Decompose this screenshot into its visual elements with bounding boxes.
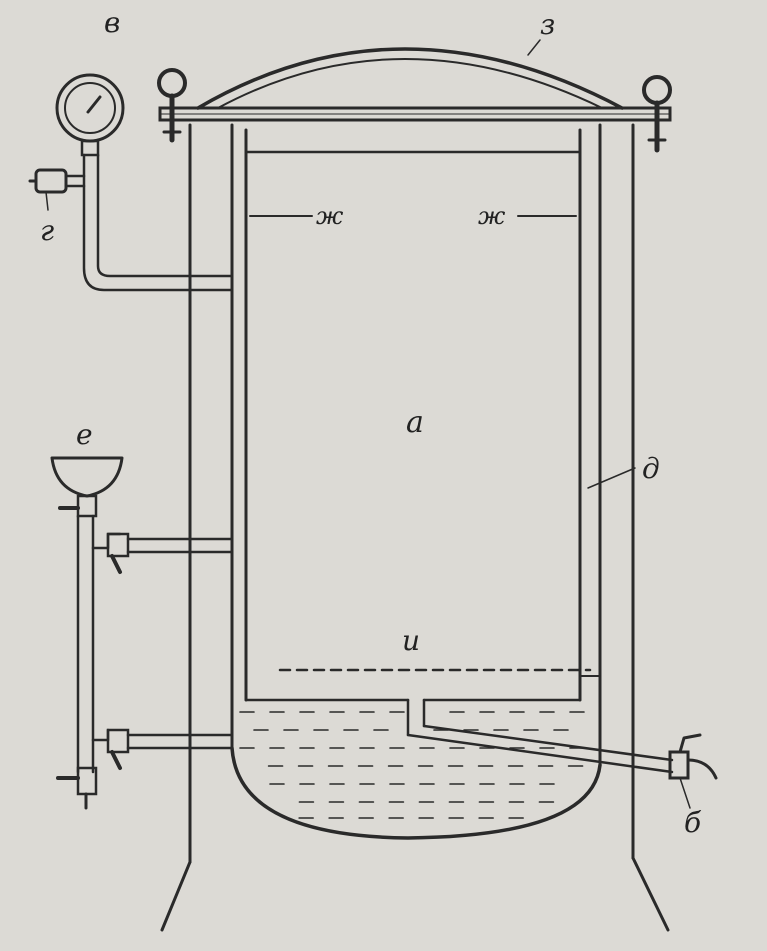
leader-z	[527, 39, 541, 56]
label-i: и	[402, 624, 420, 657]
lid-clamp-right	[642, 75, 672, 153]
label-g: г	[40, 214, 54, 247]
label-e: е	[76, 418, 93, 451]
level-tube	[76, 514, 95, 774]
lid-clamp-left	[157, 68, 187, 143]
label-b: б	[684, 806, 702, 839]
inner-chamber	[244, 128, 582, 702]
leader-d	[587, 467, 636, 489]
label-v: в	[104, 6, 120, 39]
drain-pipe	[406, 698, 674, 774]
drain-valve	[668, 733, 718, 809]
filling-funnel	[50, 456, 124, 518]
label-zh-left: ж	[316, 202, 344, 230]
drain-cock	[56, 766, 98, 810]
lid	[158, 47, 672, 122]
upper-connector	[91, 532, 234, 574]
water	[239, 675, 601, 819]
outer-casing	[160, 123, 670, 932]
label-a: а	[406, 405, 424, 440]
label-zh-right: ж	[478, 202, 506, 230]
pressure-gauge	[55, 73, 125, 157]
label-d: д	[642, 452, 660, 485]
label-z: з	[540, 8, 555, 41]
air-tap	[28, 168, 86, 211]
lower-connector	[91, 728, 234, 770]
inner-vessel-wall	[230, 123, 602, 840]
gauge-pipe	[82, 153, 234, 292]
